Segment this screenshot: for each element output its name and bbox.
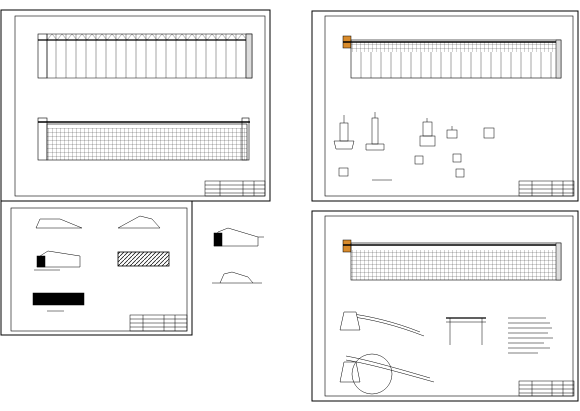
sheet-1-frame [0, 9, 271, 202]
sheet-1-elevation-bottom [37, 117, 250, 161]
sheet-4-left-cap [342, 239, 352, 253]
section-arch-2 [345, 355, 431, 379]
detail-connection-2 [446, 126, 458, 139]
sheet-4-inner-border [324, 215, 574, 397]
sheet-2-right-pier [555, 39, 562, 79]
sheet-4-title-block [518, 380, 575, 397]
loose-greenhouse-profile [212, 271, 262, 284]
greenhouse-solid-block [32, 292, 85, 306]
detail-small-2 [414, 155, 424, 165]
greenhouse-profile-1 [35, 218, 83, 229]
sheet-4-mesh [351, 250, 561, 280]
sheet-4-elevation [342, 239, 562, 281]
elevation-top-truss-zigzag [46, 33, 253, 41]
sheet-3-title-block [129, 314, 188, 332]
detail-small-4 [455, 168, 465, 178]
sheet-3-frame [0, 200, 193, 336]
sheet-4-right-pier [555, 242, 562, 281]
sheet-4 [311, 210, 579, 402]
section-arch-2-lower [345, 359, 435, 383]
sheet-1-elevation-top [37, 33, 253, 79]
detail-footing-2 [365, 112, 385, 151]
elevation-bottom-right-pier [241, 117, 250, 161]
section-footing-1 [339, 311, 361, 331]
detail-bracket [483, 127, 495, 139]
detail-callout-circle [351, 353, 393, 395]
sheet-1-title-block [204, 180, 266, 197]
sheet-4-notes [508, 317, 553, 354]
detail-connection-1 [419, 118, 436, 147]
sheet-3-views [32, 215, 170, 312]
sheet-4-sections [339, 311, 486, 395]
sheet-2-frame [311, 10, 579, 202]
sheet-2 [311, 10, 579, 202]
sheet-2-title-block [518, 180, 575, 197]
sheet-1 [0, 9, 271, 202]
detail-small-1 [338, 167, 349, 177]
detail-small-3 [452, 153, 462, 163]
greenhouse-section-dark [36, 255, 46, 268]
greenhouse-plan-hatched [117, 251, 170, 267]
section-frame-detail [446, 317, 486, 345]
detail-footing-1 [333, 115, 355, 150]
sheet-3 [0, 200, 193, 336]
elevation-top-right-pier [245, 33, 253, 79]
sheet-2-posts [360, 52, 552, 78]
sheet-2-details [333, 112, 495, 181]
sheet-3-inner-border [10, 207, 188, 332]
greenhouse-profile-2 [117, 215, 161, 229]
loose-greenhouse-3d [213, 227, 264, 247]
sheet-1-inner-border [14, 15, 266, 197]
sheet-2-inner-border [324, 15, 574, 197]
elevation-bottom-mesh [47, 128, 247, 160]
sheet-2-roof-band [351, 42, 561, 52]
sheet-2-elevation [342, 35, 562, 79]
